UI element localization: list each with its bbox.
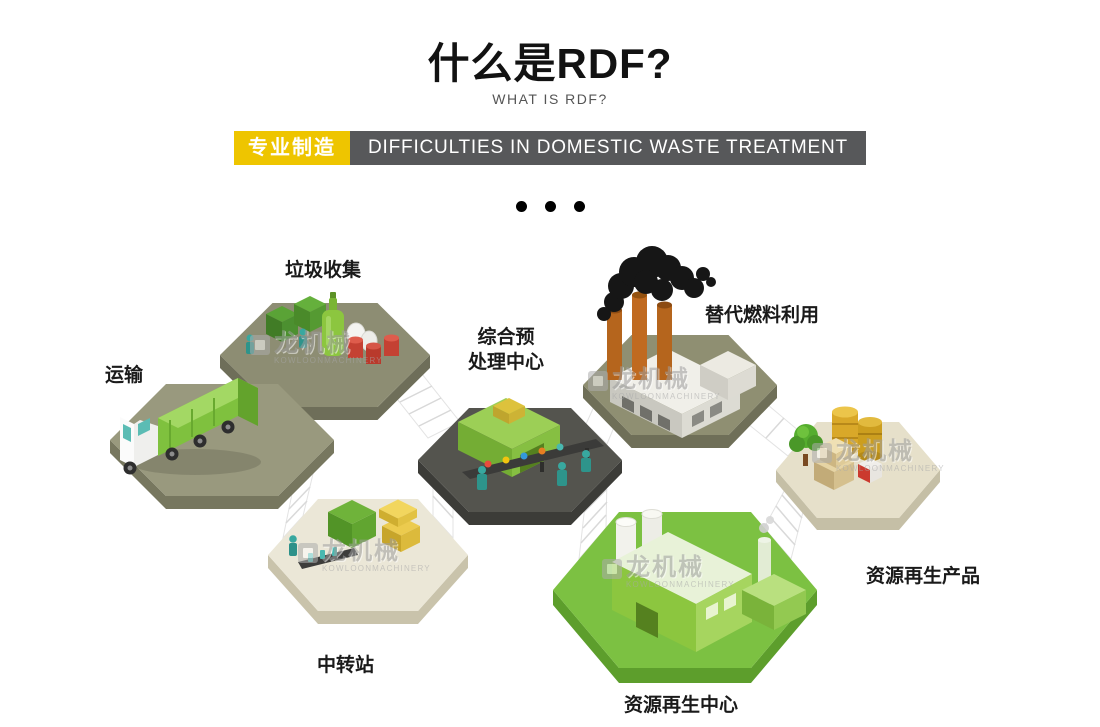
watermark: 龙机械 KOWLOONMACHINERY (298, 540, 431, 574)
label-transport: 运输 (105, 365, 144, 386)
dot-icon (515, 201, 527, 212)
kowloon-logo-icon (812, 443, 832, 463)
kowloon-logo-icon (250, 335, 270, 355)
watermark-brand: 龙机械 (274, 330, 352, 357)
platform-transport (110, 384, 334, 509)
process-diagram: 垃圾收集 运输 综合预 处理中心 替代燃料利用 中转站 资源再生中心 资源再生产… (0, 210, 1100, 727)
watermark-brand: 龙机械 (836, 438, 914, 465)
watermark-sub: KOWLOONMACHINERY (612, 392, 721, 401)
watermark-sub: KOWLOONMACHINERY (322, 564, 431, 573)
banner-badge: 专业制造 (234, 131, 351, 165)
page-subtitle: WHAT IS RDF? (492, 91, 608, 107)
dot-icon (544, 201, 556, 212)
section-banner: 专业制造 DIFFICULTIES IN DOMESTIC WASTE TREA… (0, 131, 1100, 165)
page-title: 什么是RDF? (427, 40, 673, 87)
banner-heading: DIFFICULTIES IN DOMESTIC WASTE TREATMENT (350, 131, 866, 165)
label-products: 资源再生产品 (866, 566, 981, 587)
factory-illustration (597, 246, 756, 438)
recycling-plant-illustration (612, 509, 806, 652)
kowloon-logo-icon (298, 543, 318, 563)
watermark-sub: KOWLOONMACHINERY (836, 464, 945, 473)
watermark-brand: 龙机械 (626, 554, 704, 581)
watermark-sub: KOWLOONMACHINERY (626, 580, 735, 589)
dots-separator (0, 199, 1100, 217)
sorting-machine-illustration (458, 398, 604, 490)
watermark: 龙机械 KOWLOONMACHINERY (588, 368, 721, 402)
kowloon-logo-icon (588, 371, 608, 391)
label-transfer: 中转站 (317, 655, 375, 676)
dot-icon (573, 201, 585, 212)
label-preprocessing-line1: 综合预 (477, 327, 535, 348)
kowloon-logo-icon (602, 559, 622, 579)
label-preprocessing-line2: 处理中心 (467, 352, 544, 373)
watermark: 龙机械 KOWLOONMACHINERY (250, 332, 383, 366)
garbage-truck-illustration (120, 378, 261, 475)
watermark-brand: 龙机械 (322, 538, 400, 565)
diagram-illustration (110, 246, 940, 683)
smoke-icon (597, 246, 716, 321)
watermark: 龙机械 KOWLOONMACHINERY (812, 440, 945, 474)
label-preprocessing: 综合预 处理中心 (460, 325, 552, 375)
collection-bins-illustration (246, 292, 399, 364)
watermark-brand: 龙机械 (612, 366, 690, 393)
products-illustration (789, 406, 882, 490)
label-regen-center: 资源再生中心 (624, 695, 739, 716)
transfer-station-illustration (289, 499, 420, 569)
label-collection: 垃圾收集 (285, 260, 362, 281)
watermark: 龙机械 KOWLOONMACHINERY (602, 556, 735, 590)
label-alt-fuel: 替代燃料利用 (705, 305, 820, 326)
watermark-sub: KOWLOONMACHINERY (274, 356, 383, 365)
